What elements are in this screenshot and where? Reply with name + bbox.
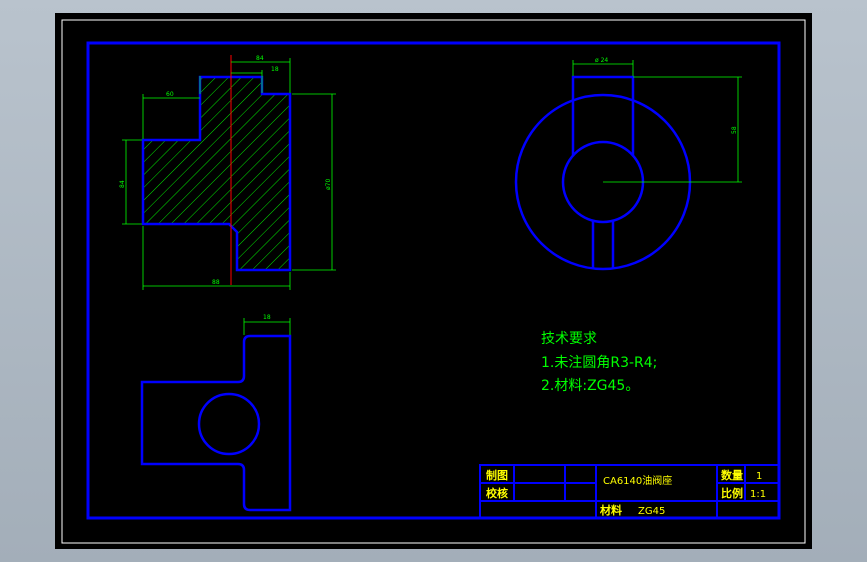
side-view-outline bbox=[140, 334, 292, 512]
front-view: 84 18 60 ø70 84 88 bbox=[119, 55, 336, 290]
front-dimensions bbox=[122, 58, 336, 290]
notes-line-1: 1.未注圆角R3-R4; bbox=[541, 355, 657, 371]
dim-step-width: 18 bbox=[271, 66, 279, 73]
drawn-label: 制图 bbox=[486, 468, 508, 482]
checked-label: 校核 bbox=[486, 486, 508, 500]
dim-top-height: 58 bbox=[731, 126, 738, 134]
scale-label: 比例 bbox=[721, 486, 743, 500]
title-block: 制图 校核 CA6140油阀座 数量 1 比例 1:1 材料 ZG45 bbox=[479, 464, 780, 519]
dim-height: ø70 bbox=[325, 179, 332, 190]
dim-left-height: 84 bbox=[119, 180, 126, 188]
section-hatch bbox=[143, 77, 290, 270]
top-view: ø 24 58 bbox=[514, 57, 742, 271]
notes-title: 技术要求 bbox=[541, 331, 597, 347]
drawing-sheet bbox=[55, 13, 812, 549]
top-dimensions bbox=[572, 60, 742, 183]
drawing-frame bbox=[86, 41, 781, 520]
side-dimensions bbox=[243, 318, 291, 335]
sheet-trim-border bbox=[61, 19, 806, 544]
side-view: 18 bbox=[140, 314, 292, 512]
dim-slot-width: ø 24 bbox=[595, 57, 608, 64]
material-value: ZG45 bbox=[638, 506, 665, 517]
side-bore-circle bbox=[197, 392, 261, 456]
scale-value: 1:1 bbox=[750, 489, 766, 500]
quantity-label: 数量 bbox=[721, 468, 743, 482]
material-label: 材料 bbox=[600, 503, 622, 517]
technical-notes: 技术要求 1.未注圆角R3-R4; 2.材料:ZG45。 bbox=[541, 331, 657, 394]
part-name: CA6140油阀座 bbox=[603, 474, 672, 487]
top-slot-outline bbox=[571, 75, 635, 155]
quantity-value: 1 bbox=[756, 471, 762, 482]
dim-left-width: 60 bbox=[166, 91, 174, 98]
notes-line-2: 2.材料:ZG45。 bbox=[541, 378, 639, 394]
dim-boss-width: 18 bbox=[263, 314, 271, 321]
dim-total-width: 88 bbox=[212, 279, 220, 286]
bottom-slot-outline bbox=[591, 220, 615, 268]
dim-top-width: 84 bbox=[256, 55, 264, 62]
